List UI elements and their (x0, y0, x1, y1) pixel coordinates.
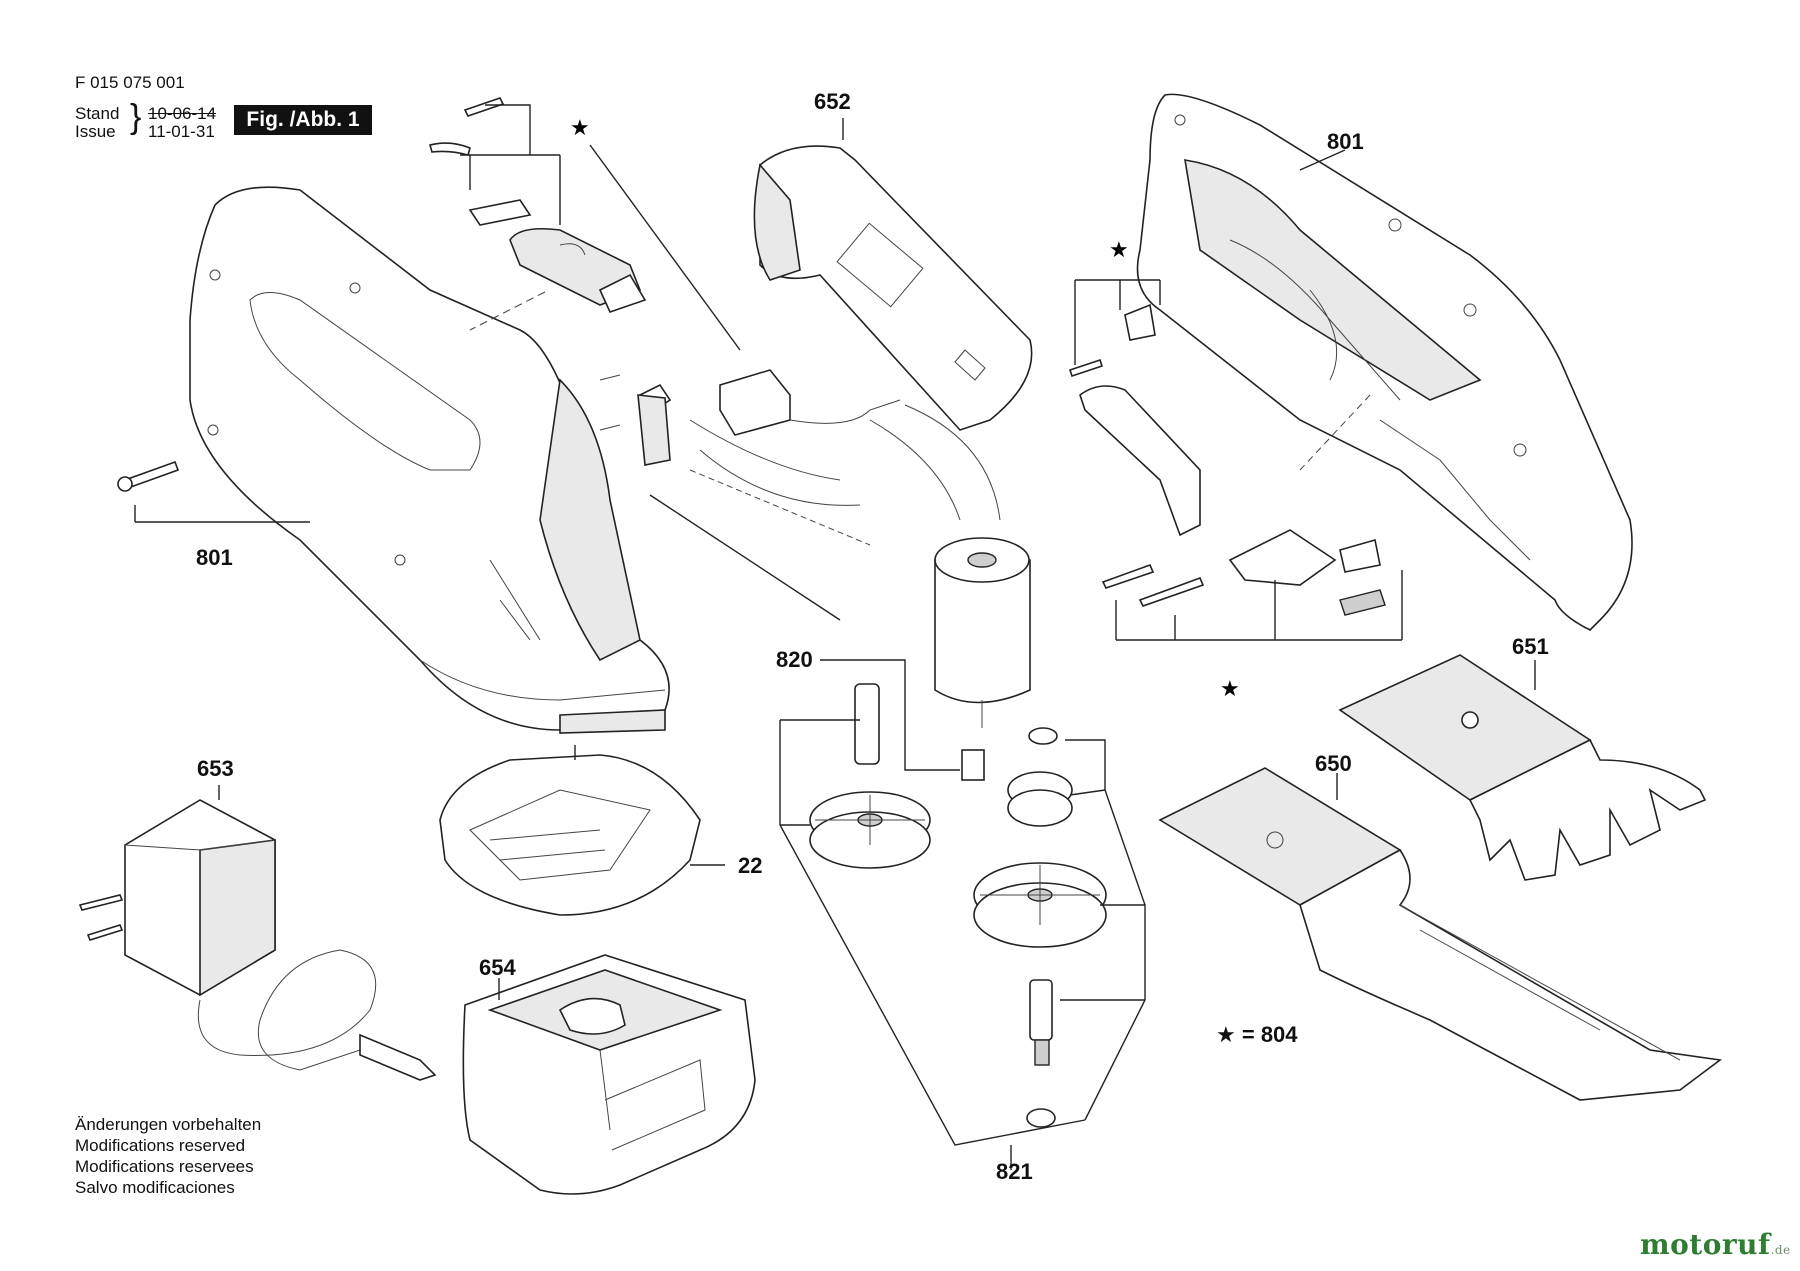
callout-653: 653 (197, 756, 234, 781)
callout-651: 651 (1512, 634, 1549, 659)
microswitch (599, 369, 1001, 521)
note-es: Salvo modificaciones (75, 1178, 235, 1197)
note-en: Modifications reserved (75, 1136, 246, 1155)
brace: } (130, 98, 142, 136)
battery-icon (753, 145, 1033, 431)
gear-icon (809, 683, 931, 869)
screw-icon (117, 460, 180, 492)
stand-label: Stand (75, 104, 120, 123)
watermark-main: motoruf (1640, 1228, 1771, 1261)
callout-22: 22 (738, 853, 763, 878)
watermark-suffix: .de (1770, 1243, 1791, 1257)
star-icon: ★ (1216, 1023, 1236, 1048)
star-icon: ★ (570, 116, 590, 141)
modification-notes: Änderungen vorbehalten Modifications res… (75, 1114, 261, 1198)
switch-assembly (429, 97, 647, 313)
charger-icon (462, 954, 756, 1195)
blade-icon (1158, 767, 1723, 1101)
pinion-gear (961, 749, 985, 781)
housing-right (1136, 93, 1633, 631)
lockout-parts (1068, 303, 1386, 616)
part-number: F 015 075 001 (75, 73, 185, 92)
svg-text:★: ★ (570, 116, 590, 141)
figure-badge: Fig. /Abb. 1 (234, 105, 372, 135)
adapter-icon (78, 799, 437, 1081)
motor-icon (934, 537, 1031, 728)
housing-left (189, 186, 670, 734)
gear-icon (973, 727, 1107, 1128)
legend-text: = 804 (1241, 1022, 1298, 1047)
note-fr: Modifications reservees (75, 1157, 254, 1176)
stand-date: 10-06-14 (148, 104, 217, 123)
callout-821: 821 (996, 1159, 1033, 1184)
note-de: Änderungen vorbehalten (75, 1115, 262, 1134)
watermark-logo[interactable]: motoruf.de (1640, 1228, 1791, 1261)
svg-text:★: ★ (1220, 677, 1240, 702)
callout-650: 650 (1315, 751, 1352, 776)
blade-icon (1338, 654, 1707, 881)
callout-801-left: 801 (196, 545, 233, 570)
svg-text:★: ★ (1109, 238, 1129, 263)
issue-label: Issue (75, 122, 116, 141)
charger-base (439, 754, 701, 916)
callout-801-top: 801 (1327, 129, 1364, 154)
star-icon: ★ ★ (1109, 238, 1240, 702)
callout-820: 820 (776, 647, 813, 672)
issue-date: 11-01-31 (148, 122, 215, 141)
callout-652: 652 (814, 89, 851, 114)
legend: ★ = 804 (1216, 1022, 1298, 1048)
callout-654: 654 (479, 955, 516, 980)
